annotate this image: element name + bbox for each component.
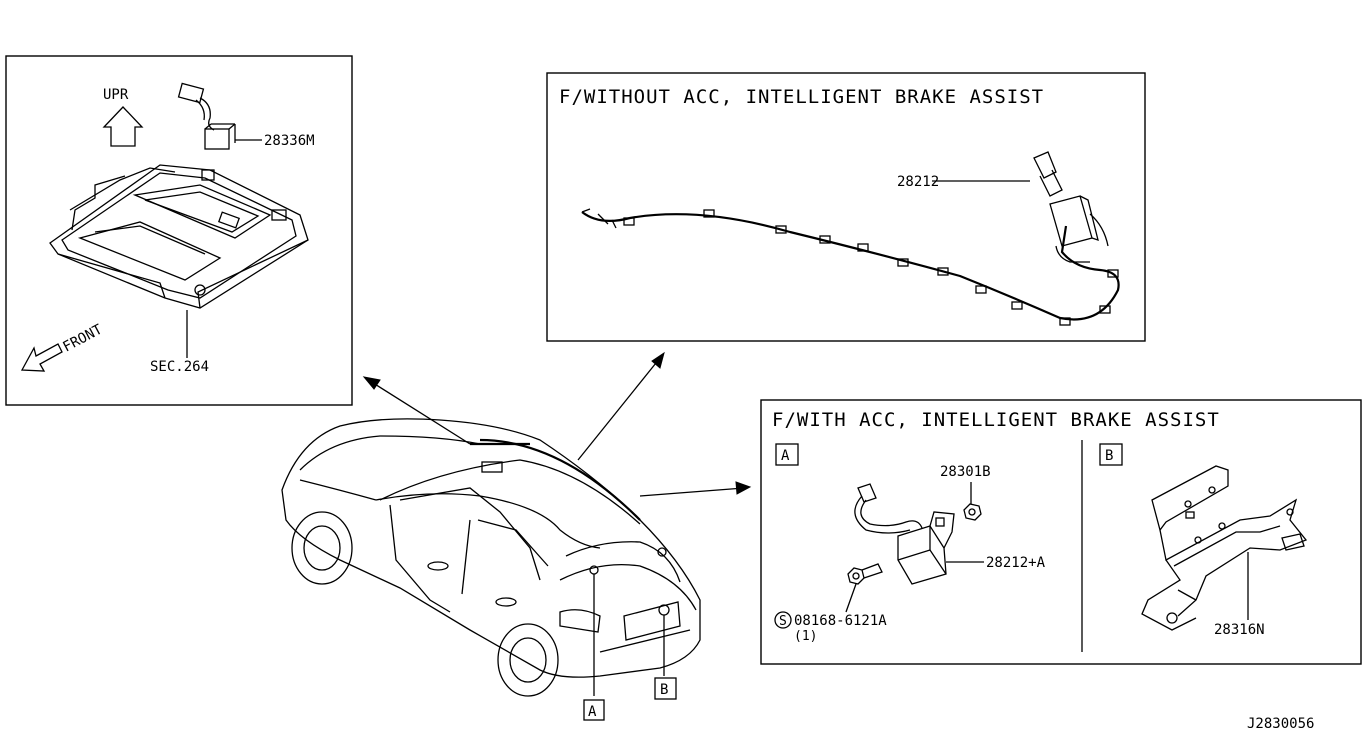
with-acc-panel: F/WITH ACC, INTELLIGENT BRAKE ASSIST A 2… xyxy=(760,399,1362,665)
harness-28212-drawing xyxy=(581,151,1120,326)
front-arrow-icon xyxy=(20,343,63,372)
without-acc-panel: F/WITHOUT ACC, INTELLIGENT BRAKE ASSIST … xyxy=(546,72,1146,342)
upr-arrow-icon xyxy=(102,106,144,147)
part-label-28212a[interactable]: 28212+A xyxy=(986,555,1046,571)
pointer-arrows xyxy=(362,351,752,696)
section-a-tag-box xyxy=(775,443,799,466)
section-b-tag-box xyxy=(1099,443,1123,466)
vehicle-drawing xyxy=(281,418,701,697)
section-ref-label[interactable]: SEC.264 xyxy=(150,359,209,375)
section-a-tag: A xyxy=(781,448,790,464)
bolt-drawing xyxy=(847,563,883,585)
callout-a-label[interactable]: A xyxy=(588,704,597,720)
callout-b-label[interactable]: B xyxy=(660,682,668,698)
roof-console-panel: UPR 28336M xyxy=(5,55,353,406)
upr-label: UPR xyxy=(103,87,129,103)
leader-bolt xyxy=(845,583,857,613)
callout-b-box xyxy=(654,677,677,700)
bolt-symbol-circle xyxy=(774,611,792,629)
panel-frame-roof-console xyxy=(5,55,353,406)
part-label-28301b[interactable]: 28301B xyxy=(940,464,991,480)
part-label-28316n[interactable]: 28316N xyxy=(1214,622,1265,638)
with-acc-title: F/WITH ACC, INTELLIGENT BRAKE ASSIST xyxy=(772,409,1220,431)
roof-console-marker xyxy=(481,461,503,473)
roof-console-drawing xyxy=(49,164,309,309)
bolt-quantity: (1) xyxy=(794,629,817,644)
sensor-28336m-drawing xyxy=(177,82,236,150)
nut-28301b-drawing xyxy=(963,503,982,521)
module-28212a-drawing xyxy=(854,483,955,585)
section-b-tag: B xyxy=(1105,448,1113,464)
bracket-28316n-drawing xyxy=(1141,465,1308,631)
callout-b-point xyxy=(658,604,670,616)
without-acc-title: F/WITHOUT ACC, INTELLIGENT BRAKE ASSIST xyxy=(559,86,1044,108)
callout-a-box xyxy=(583,699,605,721)
part-label-bolt[interactable]: 08168-6121A xyxy=(794,613,887,629)
bolt-symbol: S xyxy=(779,614,787,629)
part-label-28336m[interactable]: 28336M xyxy=(264,133,315,149)
part-label-28212[interactable]: 28212 xyxy=(897,174,939,190)
diagram-id: J2830056 xyxy=(1247,716,1314,732)
panel-frame-without-acc xyxy=(546,72,1146,342)
